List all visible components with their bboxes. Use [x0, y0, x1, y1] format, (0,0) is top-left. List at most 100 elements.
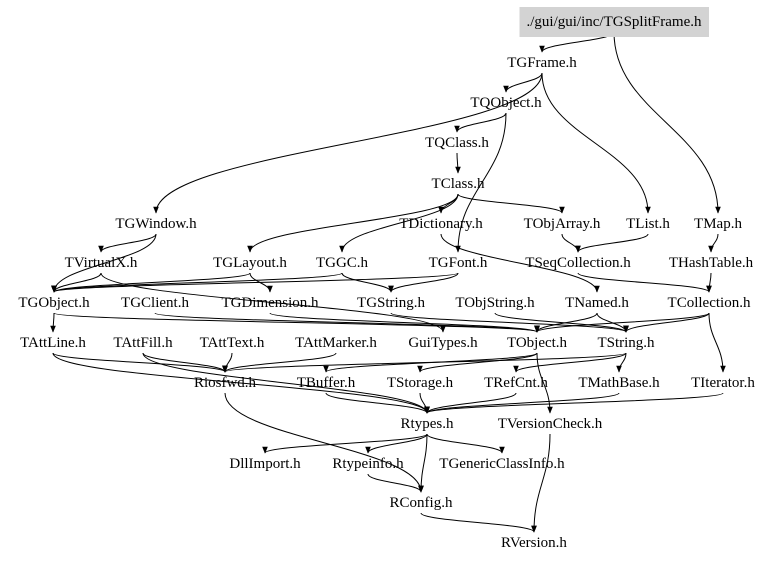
node-tgwindow: TGWindow.h	[115, 216, 197, 232]
edge-tobjstring-to-tstring	[494, 312, 629, 333]
edge-tversioncheck-to-rversion	[531, 433, 551, 533]
node-label: Riosfwd.h	[194, 375, 257, 391]
node-label: TClass.h	[432, 176, 485, 192]
node-tattfill: TAttFill.h	[113, 335, 173, 351]
node-label: TQObject.h	[470, 95, 542, 111]
edge-tgstring-to-tstring	[390, 312, 629, 333]
node-tbuffer: TBuffer.h	[297, 375, 356, 391]
node-label: TGClient.h	[121, 295, 189, 311]
node-tgfont: TGFont.h	[429, 255, 488, 271]
edge-tlist-to-tseqcollection	[575, 233, 649, 253]
node-label: TDictionary.h	[399, 216, 483, 232]
node-tseqcollection: TSeqCollection.h	[525, 255, 631, 271]
node-label: TSeqCollection.h	[525, 255, 631, 271]
node-tgclient: TGClient.h	[121, 295, 189, 311]
node-tgsplitframe: ./gui/gui/inc/TGSplitFrame.h	[519, 7, 709, 37]
node-titerator: TIterator.h	[691, 375, 755, 391]
edge-tclass-to-tglayout	[247, 193, 459, 253]
node-tgobject: TGObject.h	[18, 295, 90, 311]
node-label: TGObject.h	[18, 295, 90, 311]
edge-tgobject-to-tattline	[50, 312, 56, 333]
node-guitypes: GuiTypes.h	[408, 335, 478, 351]
edge-tdictionary-to-tnamed	[440, 233, 600, 293]
edge-tgframe-to-tlist	[541, 72, 651, 214]
node-label: TAttFill.h	[113, 335, 173, 351]
dependency-edges	[50, 31, 726, 533]
node-label: GuiTypes.h	[408, 335, 478, 351]
edge-tstring-to-riosfwd	[222, 352, 627, 373]
edge-tgwindow-to-tgobject	[51, 233, 157, 293]
node-tstring: TString.h	[597, 335, 655, 351]
edge-tattline-to-riosfwd	[52, 352, 228, 373]
node-label: TRefCnt.h	[484, 375, 548, 391]
edge-tmathbase-to-rtypes	[424, 392, 620, 414]
dependency-nodes: ./gui/gui/inc/TGSplitFrame.hTGFrame.hTQO…	[18, 7, 755, 551]
edge-tobject-to-tstorage	[417, 352, 538, 373]
node-label: TList.h	[626, 216, 670, 232]
node-tgframe: TGFrame.h	[507, 55, 577, 71]
edge-rconfig-to-rversion	[420, 512, 537, 533]
node-label: TGDimension.h	[221, 295, 319, 311]
node-label: TStorage.h	[387, 375, 454, 391]
node-label: TObjString.h	[455, 295, 535, 311]
node-tnamed: TNamed.h	[565, 295, 629, 311]
node-tmap: TMap.h	[694, 216, 742, 232]
root-node-highlight	[519, 7, 709, 37]
edge-tqobject-to-tqclass	[454, 112, 507, 133]
edge-tvirtualx-to-guitypes	[100, 272, 446, 333]
node-label: TIterator.h	[691, 375, 755, 391]
node-tdictionary: TDictionary.h	[399, 216, 483, 232]
node-tgdimension: TGDimension.h	[221, 295, 319, 311]
edge-rtypes-to-rconfig	[418, 433, 428, 493]
node-tattmarker: TAttMarker.h	[295, 335, 377, 351]
edge-rtypes-to-tgenericclassinfo	[426, 433, 505, 454]
node-tatttext: TAttText.h	[200, 335, 265, 351]
edge-tcollection-to-tobject	[534, 312, 710, 333]
node-rtypes: Rtypes.h	[401, 416, 454, 432]
node-riosfwd: Riosfwd.h	[194, 375, 257, 391]
node-label: TGString.h	[357, 295, 425, 311]
edge-thashtable-to-tcollection	[706, 272, 712, 293]
edge-tattmarker-to-riosfwd	[222, 352, 337, 373]
node-label: RConfig.h	[390, 495, 453, 511]
edge-tgobject-to-tobject	[53, 312, 540, 333]
edge-trefcnt-to-rtypes	[424, 392, 517, 414]
node-dllimport: DllImport.h	[229, 456, 301, 472]
node-tvirtualx: TVirtualX.h	[65, 255, 138, 271]
node-label: TBuffer.h	[297, 375, 356, 391]
node-trefcnt: TRefCnt.h	[484, 375, 548, 391]
edge-tclass-to-tdictionary	[438, 193, 459, 214]
node-rtypeinfo: Rtypeinfo.h	[332, 456, 404, 472]
node-thashtable: THashTable.h	[669, 255, 754, 271]
node-label: Rtypes.h	[401, 416, 454, 432]
node-label: TString.h	[597, 335, 655, 351]
edge-tcollection-to-tstring	[623, 312, 710, 333]
node-label: ./gui/gui/inc/TGSplitFrame.h	[527, 14, 702, 30]
node-tggc: TGGC.h	[316, 255, 369, 271]
node-label: DllImport.h	[229, 456, 301, 472]
node-label: TObjArray.h	[524, 216, 601, 232]
edge-tgframe-to-tgwindow	[153, 72, 543, 214]
node-label: TCollection.h	[668, 295, 751, 311]
node-tlist: TList.h	[626, 216, 670, 232]
edge-rtypes-to-rtypeinfo	[365, 433, 428, 454]
edge-tggc-to-tgstring	[341, 272, 394, 293]
node-label: TGLayout.h	[213, 255, 287, 271]
edge-tattline-to-rtypes	[52, 352, 430, 414]
node-label: RVersion.h	[501, 535, 567, 551]
node-tglayout: TGLayout.h	[213, 255, 287, 271]
node-label: TAttMarker.h	[295, 335, 377, 351]
node-label: TGFont.h	[429, 255, 488, 271]
node-tclass: TClass.h	[432, 176, 485, 192]
edge-tclass-to-tggc	[339, 193, 459, 253]
edge-tattfill-to-rtypes	[142, 352, 430, 414]
node-label: TMap.h	[694, 216, 742, 232]
node-tobjstring: TObjString.h	[455, 295, 535, 311]
edge-tgwindow-to-tvirtualx	[98, 233, 157, 253]
edge-titerator-to-rtypes	[424, 392, 724, 414]
node-tqclass: TQClass.h	[425, 135, 489, 151]
edge-tcollection-to-titerator	[708, 312, 726, 373]
edge-tggc-to-tgobject	[51, 272, 343, 293]
node-label: TMathBase.h	[578, 375, 660, 391]
